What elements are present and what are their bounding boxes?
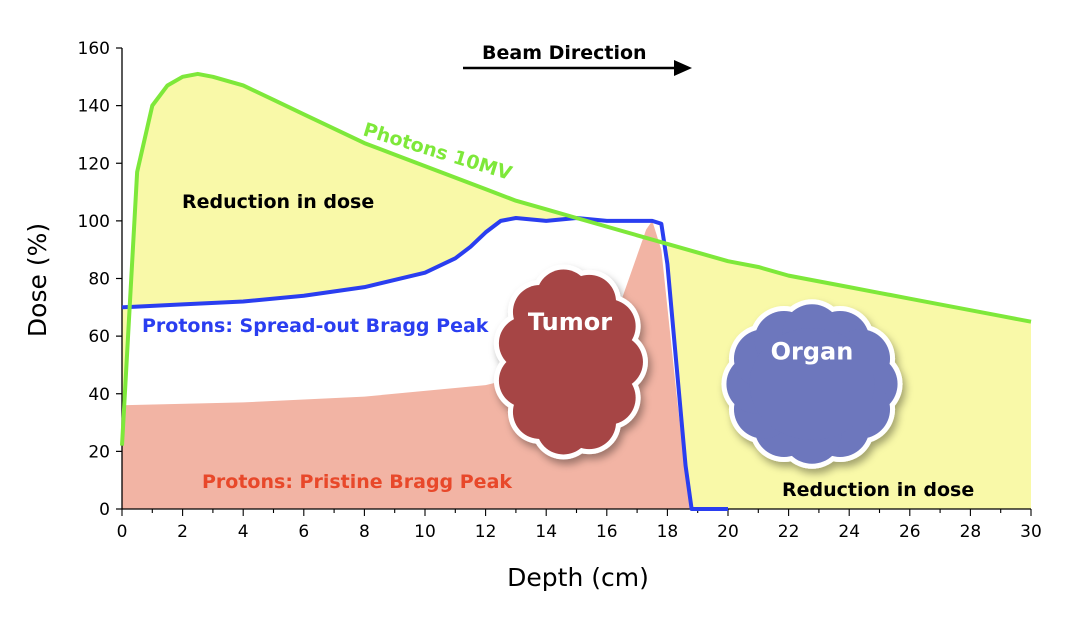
line-layer	[120, 71, 1032, 511]
y-tick-label: 120	[78, 154, 110, 174]
x-tick-label: 24	[838, 522, 860, 542]
reduction-region-upper	[122, 73, 577, 446]
photon-line	[120, 71, 1032, 446]
beam-direction-label: Beam Direction	[482, 42, 647, 64]
y-tick-label: 160	[78, 39, 110, 59]
x-tick-label: 26	[899, 522, 921, 542]
beam-direction-arrow-icon	[463, 60, 692, 76]
x-tick-label: 20	[717, 522, 739, 542]
y-tick-label: 80	[88, 270, 110, 290]
x-tick-label: 8	[359, 522, 370, 542]
x-tick-label: 2	[177, 522, 188, 542]
x-tick-label: 22	[778, 522, 800, 542]
organ-blob: Organ	[721, 299, 903, 469]
x-tick-label: 6	[298, 522, 309, 542]
sobp-series-label: Protons: Spread-out Bragg Peak	[142, 315, 489, 337]
x-tick-label: 0	[117, 522, 128, 542]
x-tick-label: 16	[596, 522, 618, 542]
y-tick-label: 40	[88, 385, 110, 405]
tumor-blob: Tumor	[493, 264, 648, 460]
x-tick-label: 30	[1020, 522, 1042, 542]
organ-blob-label: Organ	[771, 338, 854, 366]
reduction-lower-label: Reduction in dose	[782, 479, 974, 501]
x-tick-label: 10	[414, 522, 436, 542]
x-tick-label: 14	[535, 522, 557, 542]
y-tick-label: 0	[99, 500, 110, 520]
y-tick-label: 100	[78, 212, 110, 232]
x-tick-label: 12	[475, 522, 497, 542]
tumor-blob-label: Tumor	[528, 308, 612, 336]
x-axis-title: Depth (cm)	[507, 563, 649, 592]
y-axis-title: Dose (%)	[23, 223, 52, 337]
y-tick-label: 140	[78, 97, 110, 117]
x-tick-label: 4	[238, 522, 249, 542]
reduction-upper-label: Reduction in dose	[182, 191, 374, 213]
x-tick-label: 18	[657, 522, 679, 542]
pristine-series-label: Protons: Pristine Bragg Peak	[202, 471, 512, 493]
y-tick-label: 60	[88, 327, 110, 347]
x-tick-label: 28	[960, 522, 982, 542]
y-tick-label: 20	[88, 442, 110, 462]
sobp-line	[121, 215, 728, 511]
